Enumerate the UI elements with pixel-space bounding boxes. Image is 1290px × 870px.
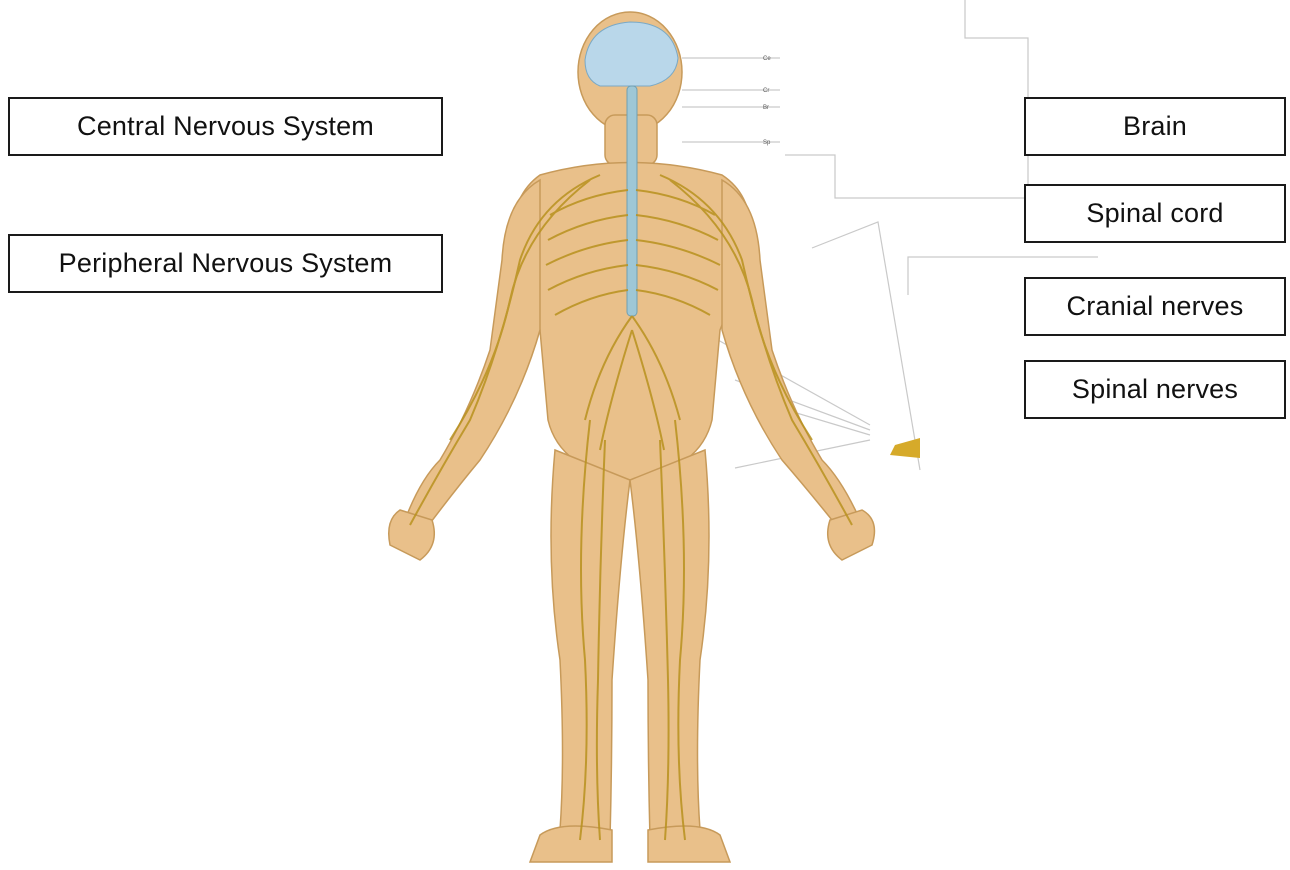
label-text: Spinal cord xyxy=(1086,198,1223,229)
label-central-nervous-system[interactable]: Central Nervous System xyxy=(8,97,443,156)
tiny-label-br: Br xyxy=(763,105,769,111)
figure-tiny-labels: Ce Cr Br Sp xyxy=(763,56,771,146)
label-peripheral-nervous-system[interactable]: Peripheral Nervous System xyxy=(8,234,443,293)
spinal-cord xyxy=(627,86,637,316)
label-text: Central Nervous System xyxy=(77,111,374,142)
label-text: Spinal nerves xyxy=(1072,374,1238,405)
label-brain[interactable]: Brain xyxy=(1024,97,1286,156)
nerve-fragment xyxy=(890,438,920,458)
label-text: Brain xyxy=(1123,111,1187,142)
label-spinal-nerves[interactable]: Spinal nerves xyxy=(1024,360,1286,419)
label-spinal-cord[interactable]: Spinal cord xyxy=(1024,184,1286,243)
tiny-label-cr: Cr xyxy=(763,88,769,94)
label-text: Cranial nerves xyxy=(1067,291,1244,322)
label-text: Peripheral Nervous System xyxy=(59,248,393,279)
tiny-label-sp: Sp xyxy=(763,140,771,146)
tiny-label-ce: Ce xyxy=(763,56,771,62)
label-cranial-nerves[interactable]: Cranial nerves xyxy=(1024,277,1286,336)
